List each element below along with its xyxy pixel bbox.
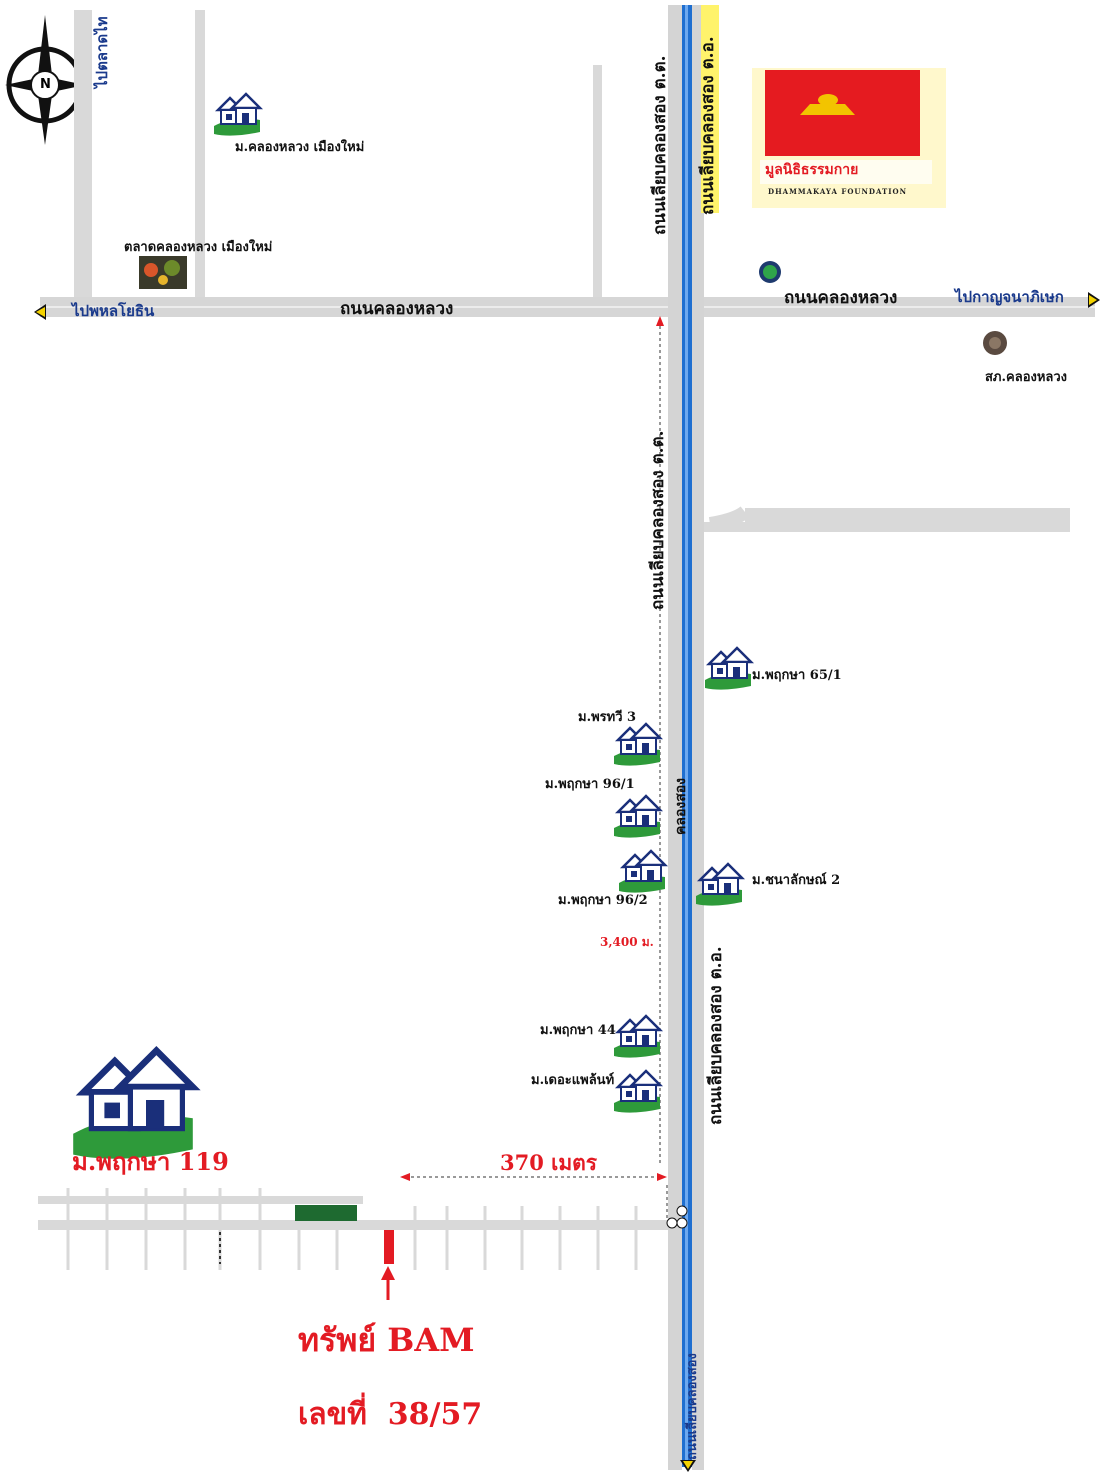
- label-village-pornthawee: ม.พรทวี 3: [578, 710, 637, 725]
- road-label-khlong-luang-left: ถนนคลองหลวง: [340, 299, 454, 319]
- label-village-96-2: ม.พฤกษา 96/2: [558, 893, 648, 908]
- west-bank-road: [668, 5, 682, 1470]
- label-village-44: ม.พฤกษา 44: [540, 1023, 616, 1038]
- road-label-canal-bottom: ถนนเลียบคลองสอง: [685, 1353, 700, 1460]
- house-icon-main-village: [73, 1051, 193, 1159]
- road-top-left-3: [593, 65, 602, 300]
- house-icon-65-1: [703, 646, 753, 691]
- house-icon-44: [612, 1014, 662, 1059]
- property-number: เลขที่ 38/57: [298, 1397, 483, 1432]
- road-label-east-bank-top: ถนนเลียบคลองสอง ต.อ.: [698, 36, 718, 215]
- direction-top-left: ไปตลาดไท: [93, 16, 111, 88]
- road-top-left-1: [74, 10, 92, 300]
- road-label-khlong-luang-right: ถนนคลองหลวง: [784, 288, 898, 308]
- property-marker: [384, 1230, 394, 1264]
- property-arrow-icon: [381, 1266, 395, 1280]
- house-icon-96-2: [617, 849, 667, 894]
- compass-north-label: N: [40, 77, 51, 92]
- house-icon-village-top: [212, 92, 262, 137]
- label-police: สภ.คลองหลวง: [985, 370, 1068, 385]
- label-village-top: ม.คลองหลวง เมืองใหม่: [235, 140, 365, 155]
- green-landmark-icon: [759, 261, 781, 283]
- label-village-96-1: ม.พฤกษา 96/1: [545, 777, 635, 792]
- intersection-markers: [666, 1205, 688, 1229]
- label-market: ตลาดคลองหลวง เมืองใหม่: [124, 240, 273, 255]
- road-label-west-bank-top: ถนนเลียบคลองสอง ต.ต.: [650, 55, 670, 235]
- distance-short: 370 เมตร: [500, 1150, 598, 1175]
- road-top-left-2: [195, 10, 205, 300]
- road-label-east-bank-bottom: ถนนเลียบคลองสอง ต.อ.: [706, 946, 726, 1125]
- house-icon-pornthawee: [612, 722, 662, 767]
- label-main-village: ม.พฤกษา 119: [72, 1147, 229, 1176]
- east-bank-road: [692, 5, 704, 1470]
- dhammakaya-foundation-sign: [752, 68, 946, 208]
- house-icon-the-plant: [612, 1069, 662, 1114]
- main-village-plot: [295, 1205, 357, 1221]
- label-foundation-name: มูลนิธิธรรมกาย: [765, 162, 859, 178]
- house-icon-96-1: [612, 794, 662, 839]
- label-foundation-en: DHAMMAKAYA FOUNDATION: [768, 187, 908, 196]
- road-label-west-bank-mid: ถนนเลียบคลองสอง ต.ต.: [648, 430, 668, 610]
- label-village-chanalak: ม.ชนาลักษณ์ 2: [752, 873, 841, 888]
- property-title: ทรัพย์ BAM: [298, 1321, 475, 1359]
- police-station-icon: [983, 331, 1007, 355]
- direction-left: ไปพหลโยธิน: [72, 302, 155, 320]
- market-icon: [139, 256, 187, 289]
- side-road-right: [745, 508, 1070, 524]
- label-village-the-plant: ม.เดอะแพล้นท์: [531, 1073, 615, 1088]
- road-label-canal: คลองสอง: [673, 778, 689, 835]
- direction-right: ไปกาญจนาภิเษก: [955, 288, 1064, 306]
- label-village-65-1: ม.พฤกษา 65/1: [752, 668, 842, 683]
- distance-long: 3,400 ม.: [600, 935, 654, 949]
- bottom-lane: [38, 1196, 363, 1204]
